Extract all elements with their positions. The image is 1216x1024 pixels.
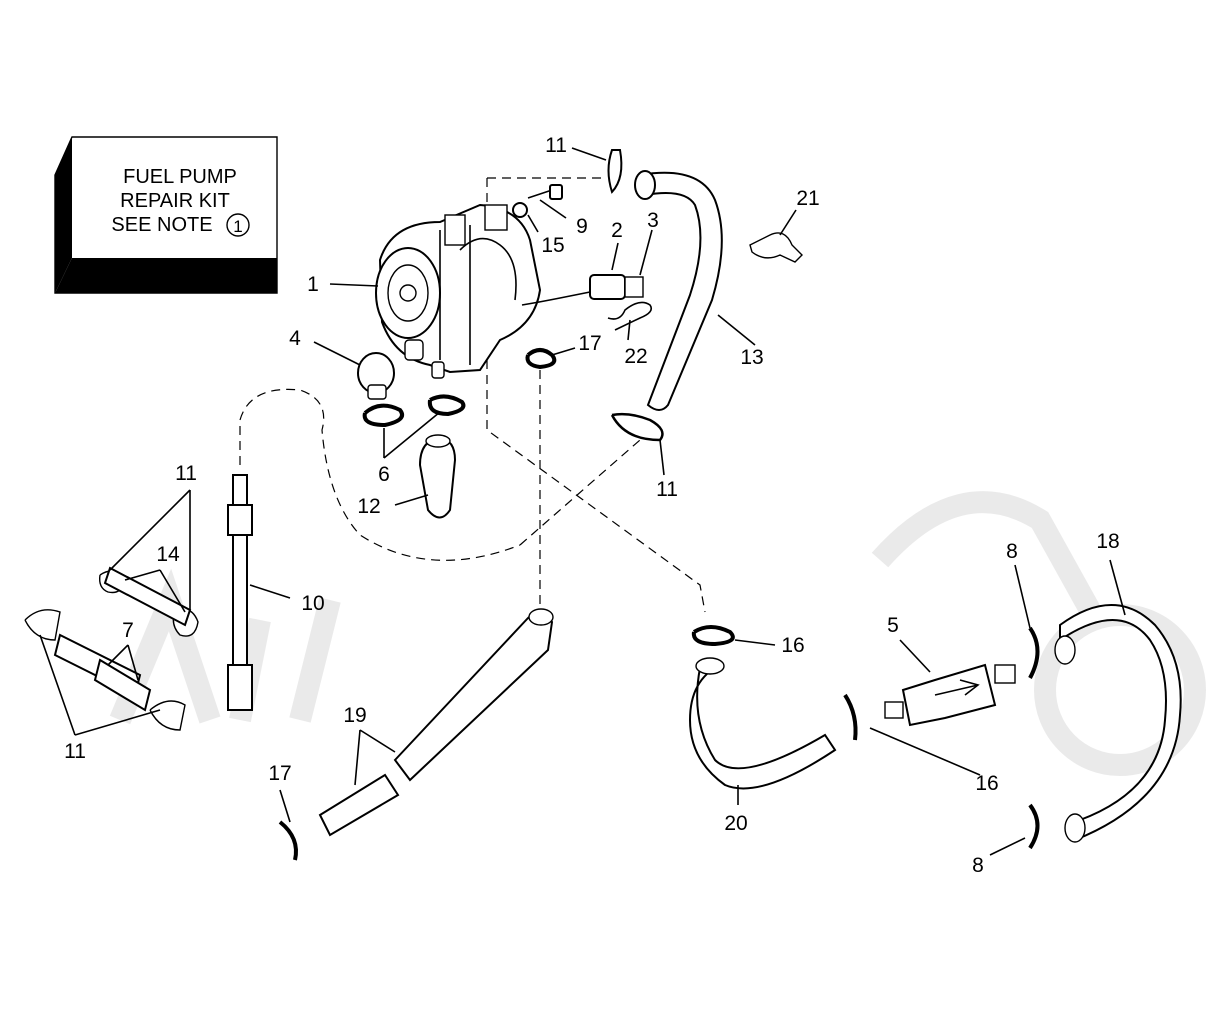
callout-16-top: 16 <box>781 634 804 657</box>
callout-8-top: 8 <box>1006 540 1018 563</box>
fuel-hose-u-shaped <box>1054 604 1182 843</box>
short-hose <box>418 434 457 519</box>
callout-18: 18 <box>1096 530 1119 553</box>
hose-clip <box>749 232 803 263</box>
callout-21: 21 <box>796 187 819 210</box>
callout-11-top: 11 <box>545 134 567 157</box>
leader-lines <box>39 147 1126 856</box>
callout-17-bottom: 17 <box>268 762 291 785</box>
fitting-elbow <box>357 352 395 400</box>
callout-17-top: 17 <box>578 332 601 355</box>
callout-4: 4 <box>289 327 301 350</box>
kit-line-3: SEE NOTE <box>111 214 212 236</box>
kit-line-1: FUEL PUMP <box>123 166 237 188</box>
fuel-line-assembly <box>227 474 253 711</box>
callout-15: 15 <box>541 234 564 257</box>
callout-2: 2 <box>611 219 623 242</box>
callout-6: 6 <box>378 463 390 486</box>
note-circle <box>226 213 250 237</box>
kit-note-number: 1 <box>233 217 242 236</box>
callout-22: 22 <box>624 345 647 368</box>
callout-11-left-bottom: 11 <box>64 740 86 763</box>
repair-kit-box: FUEL PUMP REPAIR KIT SEE NOTE 1 <box>54 136 278 294</box>
fuel-filter <box>884 663 1016 727</box>
fuel-pump <box>375 203 542 379</box>
fuel-hose-long <box>318 608 554 837</box>
callout-19: 19 <box>343 704 366 727</box>
callout-7: 7 <box>122 619 134 642</box>
pressure-switch <box>521 274 644 306</box>
callout-13: 13 <box>740 346 763 369</box>
screw-and-washer <box>512 184 563 218</box>
fuel-hose-curved <box>688 657 837 790</box>
callout-16-bottom: 16 <box>975 772 998 795</box>
callout-5: 5 <box>887 614 899 637</box>
kit-line-2: REPAIR KIT <box>120 190 230 212</box>
routing-dashed-lines <box>239 177 706 613</box>
callout-14: 14 <box>156 543 180 566</box>
connector-tubes <box>53 566 192 712</box>
callout-11-right: 11 <box>656 478 678 501</box>
callout-3: 3 <box>647 209 659 232</box>
wire-clip <box>607 301 653 331</box>
callout-20: 20 <box>724 812 747 835</box>
callout-12: 12 <box>357 495 380 518</box>
callout-1: 1 <box>307 273 319 296</box>
hose-large-bent <box>634 170 723 411</box>
callout-9: 9 <box>576 215 588 238</box>
callout-8-bottom: 8 <box>972 854 984 877</box>
callout-labels: 1 2 3 4 5 6 7 8 8 9 10 11 11 11 11 12 13… <box>64 134 1120 877</box>
callout-10: 10 <box>301 592 324 615</box>
callout-11-left-top: 11 <box>175 462 197 485</box>
